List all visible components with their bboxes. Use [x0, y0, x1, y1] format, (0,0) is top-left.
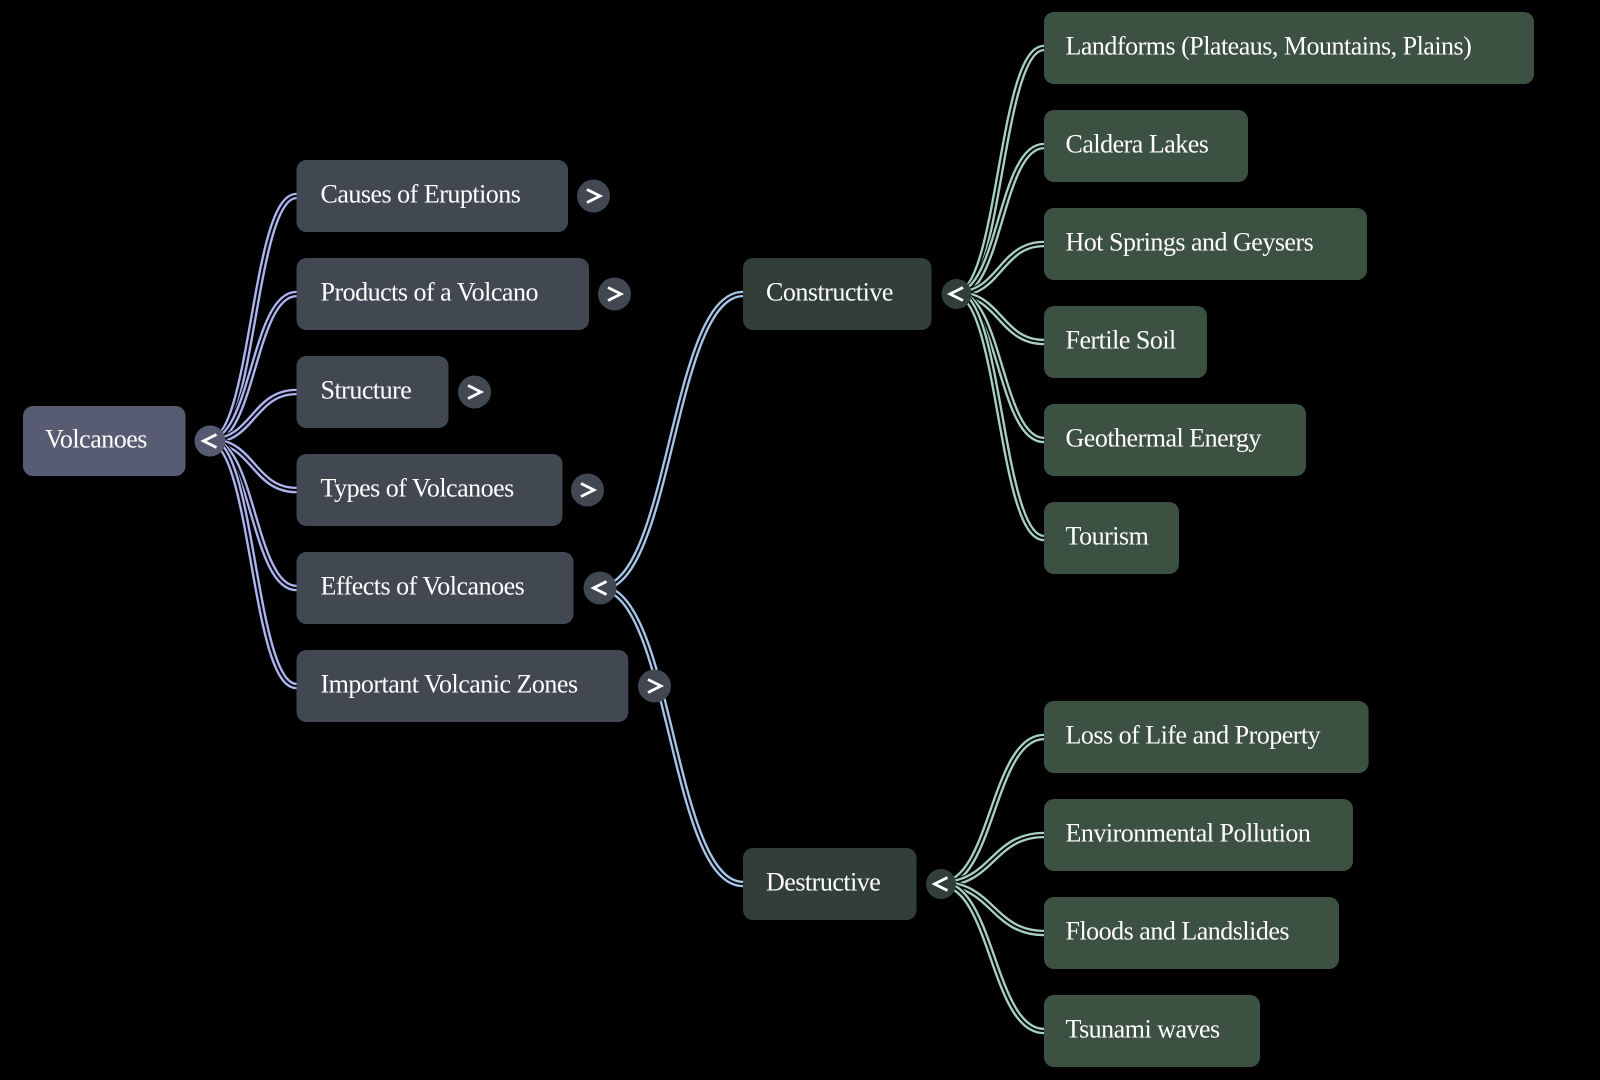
svg-text:Types of Volcanoes: Types of Volcanoes	[321, 474, 515, 503]
svg-text:Loss of Life and Property: Loss of Life and Property	[1066, 721, 1321, 750]
svg-text:Products of a Volcano: Products of a Volcano	[321, 278, 539, 307]
svg-text:Important Volcanic Zones: Important Volcanic Zones	[321, 670, 578, 699]
svg-text:Geothermal Energy: Geothermal Energy	[1066, 424, 1262, 453]
svg-text:Constructive: Constructive	[766, 278, 893, 307]
svg-text:Effects of Volcanoes: Effects of Volcanoes	[321, 572, 525, 601]
svg-text:Landforms (Plateaus, Mountains: Landforms (Plateaus, Mountains, Plains)	[1066, 32, 1472, 61]
svg-text:Hot Springs and Geysers: Hot Springs and Geysers	[1066, 228, 1314, 257]
svg-text:Environmental Pollution: Environmental Pollution	[1066, 819, 1311, 848]
svg-text:Tsunami waves: Tsunami waves	[1066, 1015, 1221, 1044]
svg-text:Structure: Structure	[321, 376, 412, 405]
svg-text:Destructive: Destructive	[766, 868, 880, 897]
svg-text:Volcanoes: Volcanoes	[45, 425, 147, 454]
svg-text:Caldera Lakes: Caldera Lakes	[1066, 130, 1209, 159]
svg-text:Fertile Soil: Fertile Soil	[1066, 326, 1177, 355]
svg-text:Floods and Landslides: Floods and Landslides	[1066, 917, 1290, 946]
svg-text:Tourism: Tourism	[1066, 522, 1149, 551]
svg-text:Causes of Eruptions: Causes of Eruptions	[321, 180, 521, 209]
